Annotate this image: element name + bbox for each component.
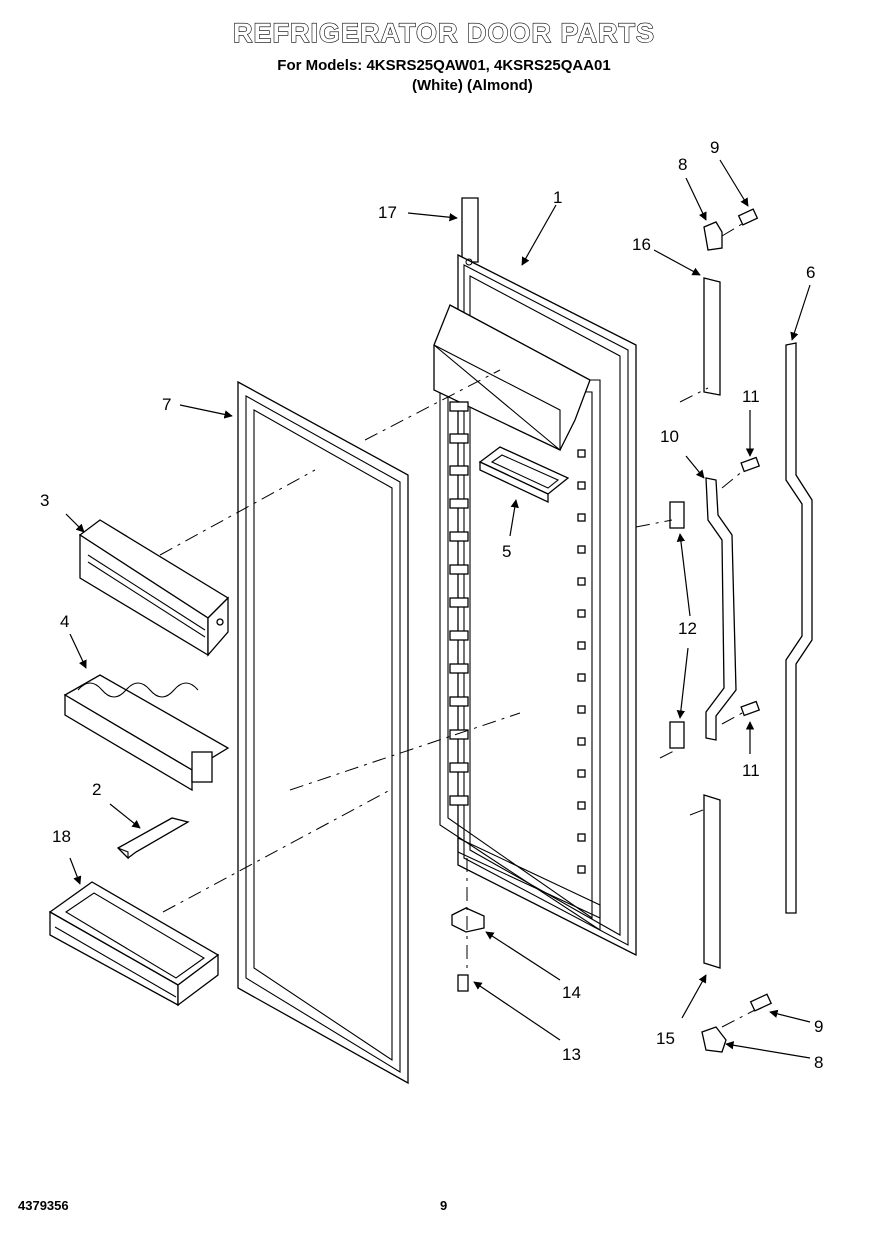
part-15-lower-channel bbox=[703, 794, 721, 969]
assembly-lines bbox=[159, 223, 756, 1028]
callout-13: 13 bbox=[562, 1045, 581, 1064]
callout-8-top: 8 bbox=[678, 155, 687, 174]
part-10-handle-bracket bbox=[705, 477, 737, 741]
part-12-upper-clip bbox=[669, 501, 685, 529]
callout-6: 6 bbox=[806, 263, 815, 282]
callout-8-bottom: 8 bbox=[814, 1053, 823, 1072]
part-7-gasket bbox=[237, 380, 409, 1085]
callout-11-top: 11 bbox=[742, 387, 760, 406]
callout-12: 12 bbox=[678, 619, 697, 638]
callout-9-bottom: 9 bbox=[814, 1017, 823, 1036]
page-number: 9 bbox=[440, 1198, 448, 1213]
part-4-egg-tray bbox=[63, 674, 230, 792]
part-6-handle-trim bbox=[785, 342, 813, 914]
part-8-top-hinge-cover bbox=[703, 221, 723, 251]
part-8-bottom-hinge-cover bbox=[701, 1026, 727, 1053]
part-5-butter-tray bbox=[478, 446, 570, 504]
part-17-top-trim bbox=[461, 197, 479, 263]
part-9-top-screw bbox=[737, 208, 759, 226]
part-18-door-bin bbox=[48, 881, 220, 1007]
callout-10: 10 bbox=[660, 427, 679, 446]
part-13-bottom-screw bbox=[457, 974, 469, 992]
part-11-lower-screw bbox=[740, 700, 761, 717]
leader-arrows bbox=[65, 159, 811, 1059]
callout-18: 18 bbox=[52, 827, 71, 846]
document-number: 4379356 bbox=[18, 1198, 69, 1213]
part-16-upper-channel bbox=[703, 277, 721, 396]
colors-line: (White) (Almond) bbox=[412, 77, 533, 94]
callout-16: 16 bbox=[632, 235, 651, 254]
shelf-clips bbox=[449, 401, 586, 874]
callout-14: 14 bbox=[562, 983, 581, 1002]
part-2-bracket bbox=[116, 817, 190, 860]
part-12-lower-clip bbox=[669, 721, 685, 749]
callout-3: 3 bbox=[40, 491, 49, 510]
part-9-bottom-screw bbox=[749, 993, 773, 1012]
models-line: For Models: 4KSRS25QAW01, 4KSRS25QAA01 bbox=[277, 57, 611, 74]
callout-17: 17 bbox=[378, 203, 397, 222]
callout-5: 5 bbox=[502, 542, 511, 561]
callout-11-bottom: 11 bbox=[742, 761, 760, 780]
callout-4: 4 bbox=[60, 612, 69, 631]
part-11-upper-screw bbox=[740, 456, 761, 473]
callout-labels: 17 1 8 9 16 6 7 5 10 11 3 12 4 11 2 18 1… bbox=[40, 138, 823, 1072]
page-title: REFRIGERATOR DOOR PARTS bbox=[232, 17, 655, 48]
callout-7: 7 bbox=[162, 395, 171, 414]
callout-2: 2 bbox=[92, 780, 101, 799]
callout-1: 1 bbox=[553, 188, 562, 207]
part-14-bottom-hinge bbox=[451, 907, 485, 933]
part-3-dairy-door bbox=[78, 519, 230, 657]
callout-9-top: 9 bbox=[710, 138, 719, 157]
callout-15: 15 bbox=[656, 1029, 675, 1048]
part-1-door-panel bbox=[433, 253, 637, 957]
